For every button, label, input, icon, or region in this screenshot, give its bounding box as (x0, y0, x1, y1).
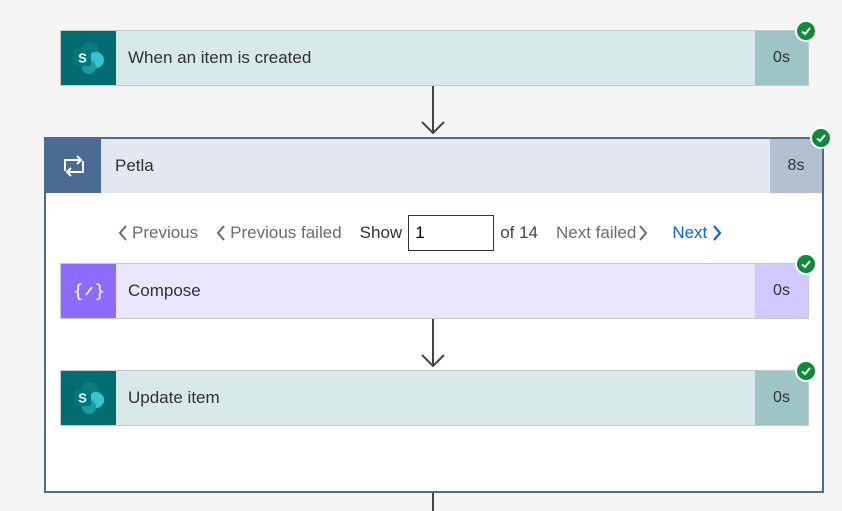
chevron-right-icon (639, 225, 648, 241)
next-failed-button[interactable]: Next failed (556, 223, 654, 243)
loop-title: Petla (101, 139, 770, 193)
trigger-title: When an item is created (116, 31, 755, 85)
trigger-card[interactable]: S When an item is created 0s (60, 30, 809, 86)
loop-icon (46, 139, 101, 193)
update-item-card[interactable]: S Update item 0s (60, 370, 809, 426)
chevron-left-icon (216, 225, 225, 241)
success-check-icon (795, 253, 817, 275)
next-failed-label: Next failed (556, 223, 637, 242)
chevron-left-icon (118, 225, 127, 241)
show-label: Show (359, 223, 403, 242)
svg-text:S: S (78, 391, 87, 406)
compose-icon: { } (61, 264, 116, 318)
svg-text:S: S (78, 51, 87, 66)
previous-label: Previous (132, 223, 199, 242)
update-item-title: Update item (116, 371, 755, 425)
compose-card[interactable]: { } Compose 0s (60, 263, 809, 319)
iteration-pager: Previous Previous failed Show of 14 Next… (118, 215, 758, 251)
iteration-count: of 14 (500, 223, 538, 242)
loop-header[interactable]: Petla 8s (46, 139, 822, 193)
next-label: Next (672, 223, 708, 242)
connector-arrow (421, 86, 445, 135)
previous-failed-button[interactable]: Previous failed (216, 223, 342, 243)
iteration-input[interactable] (408, 215, 495, 251)
previous-failed-label: Previous failed (230, 223, 342, 242)
success-check-icon (795, 20, 817, 42)
chevron-right-icon (713, 225, 722, 241)
connector-line (432, 493, 434, 511)
compose-title: Compose (116, 264, 755, 318)
success-check-icon (795, 360, 817, 382)
connector-arrow (421, 319, 445, 368)
loop-duration: 8s (770, 139, 822, 193)
previous-button[interactable]: Previous (118, 223, 198, 243)
sharepoint-icon: S (61, 371, 116, 425)
next-button[interactable]: Next (672, 223, 727, 243)
success-check-icon (810, 127, 832, 149)
sharepoint-icon: S (61, 31, 116, 85)
